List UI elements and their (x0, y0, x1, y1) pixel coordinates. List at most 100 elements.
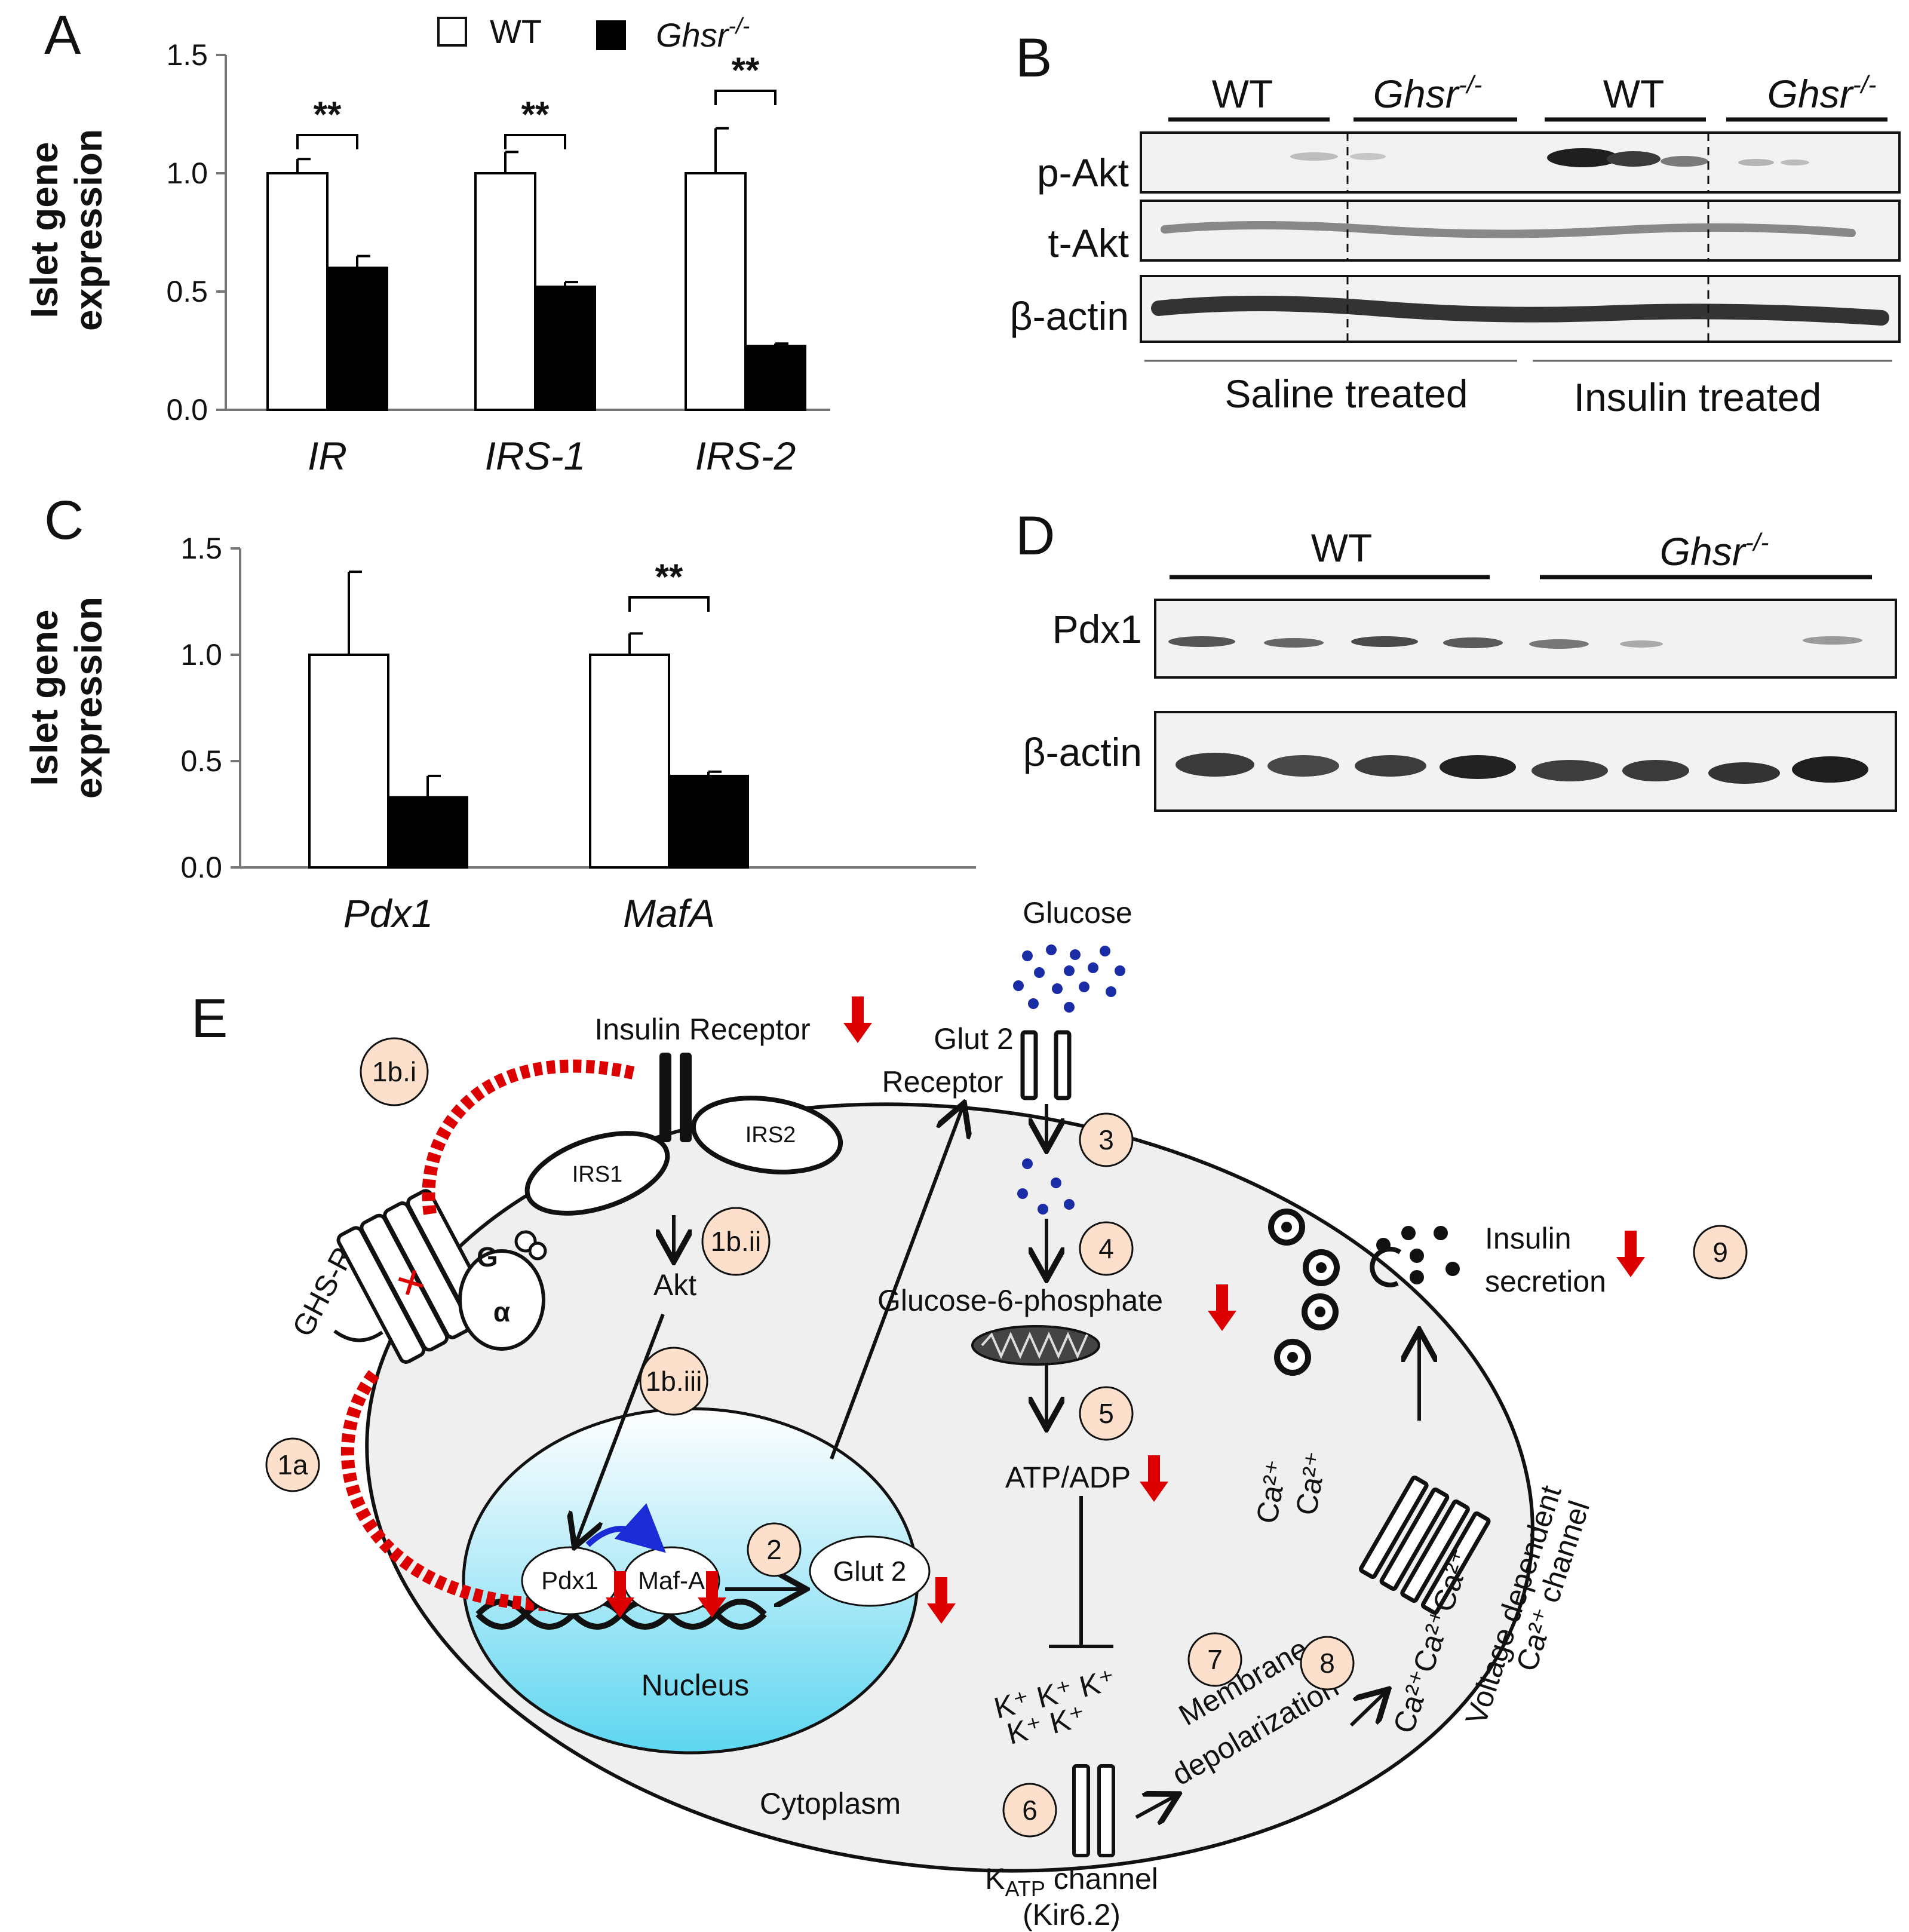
ghsr-loop (333, 1329, 383, 1342)
blot-b-strip-bactin (1140, 275, 1901, 343)
significance-bracket (296, 134, 358, 149)
chart-a-plot: 0.00.51.01.5IR**IRS-1**IRS-2** (166, 38, 830, 478)
blot-d-group-1: WT (1311, 526, 1373, 570)
panel-c: C Islet gene expression 0.00.51.01.5Pdx1… (23, 490, 976, 936)
decrease-arrow (843, 996, 872, 1043)
insulin-granules (1268, 1209, 1460, 1376)
g-protein-label: G (477, 1241, 498, 1272)
irs2-label: IRS2 (745, 1123, 796, 1148)
step-circle (265, 1437, 320, 1492)
blot-b-row-pakt: p-Akt (1037, 151, 1129, 195)
glut2-receptor-label-1: Glut 2 (934, 1022, 1013, 1056)
insulin-secretion-label-2: secretion (1485, 1265, 1606, 1298)
blot-d-strip-bactin (1154, 711, 1897, 812)
decrease-arrows (606, 996, 1645, 1624)
y-tick-label: 1.5 (166, 38, 208, 72)
significance-bracket (628, 596, 710, 612)
decrease-arrow (1208, 1284, 1236, 1331)
legend-ko-swatch (596, 20, 626, 50)
pathway-arrows (576, 1104, 1419, 1817)
blot-b-strip-pakt (1140, 131, 1901, 194)
bar-ko-1 (534, 286, 596, 411)
katp-channel (1072, 1764, 1115, 1857)
panel-d-blot: D WT Ghsr-/- Pdx1 β-actin (1015, 505, 1897, 812)
irs1-label: IRS1 (572, 1162, 622, 1187)
glut2-transporter (1020, 1030, 1072, 1100)
ylabel-c-line2: expression (67, 597, 110, 799)
bar-wt-0 (266, 172, 329, 411)
step-number: 1b.ii (711, 1226, 761, 1257)
atp-adp-label: ATP/ADP (1005, 1461, 1131, 1494)
legend-ko-label: Ghsr-/- (656, 14, 750, 54)
blot-d-group-2: Ghsr-/- (1660, 528, 1769, 574)
step-number: 1a (277, 1449, 308, 1480)
ylabel-c-line1: Islet gene (23, 609, 66, 786)
step-circle (1079, 1221, 1134, 1276)
panel-e-diagram: E Nucleus Cytoplasm Glucose Glut 2 Rec (191, 896, 1748, 1931)
insulin-receptor-label: Insulin Receptor (594, 1013, 810, 1046)
katp-label: KATP channel (985, 1862, 1158, 1901)
significance-label: ** (732, 50, 760, 90)
panel-letter-e: E (191, 988, 228, 1049)
legend-wt-swatch (437, 17, 467, 47)
blot-b-group-labels: WT Ghsr-/- WT Ghsr-/- (1212, 70, 1877, 116)
step-circle (701, 1207, 771, 1276)
mafa-node-label: Maf-A (638, 1566, 705, 1594)
significance-bracket (504, 134, 566, 149)
panel-letter-c: C (44, 490, 84, 551)
category-label: Pdx1 (343, 891, 433, 936)
blot-b-group-3: WT (1603, 72, 1665, 116)
g6p-label: Glucose-6-phosphate (877, 1284, 1163, 1317)
y-tick-label: 0.0 (166, 393, 208, 427)
y-tick-label: 0.5 (166, 275, 208, 308)
legend: WT Ghsr-/- (437, 13, 750, 54)
glucose-intracellular (1017, 1158, 1075, 1215)
atp-inhibition (1049, 1496, 1113, 1648)
decrease-arrow (606, 1571, 634, 1618)
glucose-label: Glucose (1023, 896, 1132, 930)
step-circle (1187, 1632, 1242, 1687)
legend-wt-label: WT (490, 13, 542, 50)
glucose-molecules (1013, 944, 1125, 1013)
step-number: 8 (1319, 1648, 1335, 1679)
panel-a: A WT Ghsr-/- Islet gene expression 0.00.… (23, 5, 830, 478)
glut2-node-label: Glut 2 (833, 1556, 907, 1587)
ylabel-a-line2: expression (67, 129, 110, 331)
step-number: 4 (1098, 1233, 1114, 1264)
glut2-node (809, 1535, 931, 1607)
panel-letter-d: D (1015, 505, 1055, 566)
bar-ko-0 (387, 796, 468, 869)
decrease-arrow (698, 1571, 726, 1618)
glut2-receptor-label-2: Receptor (882, 1065, 1003, 1099)
panel-b-blot: B WT Ghsr-/- WT Ghsr-/- p-Akt t-Akt β-ac… (1010, 27, 1901, 419)
blot-b-row-takt: t-Akt (1048, 221, 1129, 265)
y-tick-label: 1.0 (180, 638, 222, 671)
step-circle (1002, 1783, 1057, 1838)
insulin-secretion-label-1: Insulin (1485, 1222, 1572, 1255)
significance-label: ** (314, 94, 342, 134)
y-tick-label: 0.5 (180, 744, 222, 778)
step-number: 9 (1712, 1237, 1728, 1268)
decrease-arrow (1140, 1455, 1168, 1502)
ghsr-receptor (336, 1189, 495, 1364)
step-circle (1693, 1225, 1748, 1280)
g-protein (458, 1249, 545, 1351)
mitochondrion-cristae (981, 1332, 1088, 1359)
ylabel-c: Islet gene expression (23, 597, 110, 799)
step-number: 1b.iii (646, 1366, 702, 1397)
nucleus-label: Nucleus (642, 1669, 750, 1702)
step-circle (747, 1522, 802, 1577)
kir-label: (Kir6.2) (1023, 1898, 1121, 1931)
category-label: IR (308, 434, 347, 478)
ghsr-to-nucleus-path (340, 1370, 550, 1611)
decrease-arrow (1616, 1231, 1645, 1277)
category-label: IRS-1 (485, 434, 586, 478)
step-circle (1300, 1636, 1355, 1691)
significance-bracket (714, 90, 777, 105)
step-number: 6 (1022, 1795, 1038, 1826)
step-circle (1079, 1112, 1134, 1167)
blot-b-strip-takt (1140, 200, 1901, 262)
bar-wt-2 (685, 172, 747, 411)
